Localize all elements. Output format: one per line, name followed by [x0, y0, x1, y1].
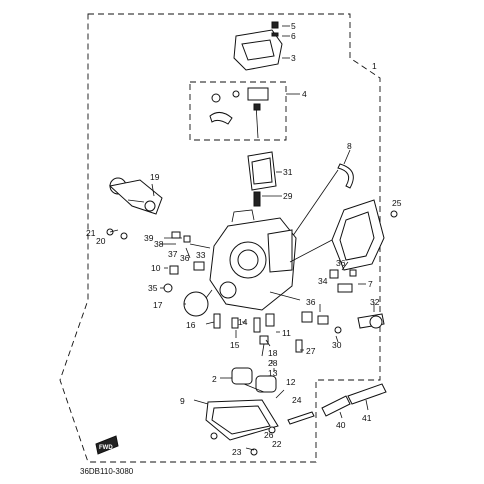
callout-9: 9 [180, 396, 185, 406]
callout-14: 14 [238, 317, 248, 327]
callout-1: 1 [372, 61, 377, 71]
side-cover-part [331, 199, 398, 271]
callout-37: 37 [168, 249, 178, 259]
callout-16: 16 [186, 320, 196, 330]
callout-3: 3 [291, 53, 296, 63]
leader-lines [109, 229, 366, 451]
callout-21: 21 [86, 228, 96, 238]
fuel-hose-part [337, 163, 354, 189]
callout-20: 20 [96, 236, 106, 246]
callout-28: 28 [268, 358, 278, 368]
needle-assembly-part [209, 87, 269, 139]
callout-27: 27 [306, 346, 316, 356]
callout-35: 35 [148, 283, 158, 293]
callout-41: 41 [362, 413, 372, 423]
callout-8: 8 [347, 141, 352, 151]
callout-5: 5 [291, 21, 296, 31]
callout-10: 10 [151, 263, 161, 273]
callout-17: 17 [153, 300, 163, 310]
rod-part [287, 411, 315, 425]
callout-15: 15 [230, 340, 240, 350]
fwd-label: FWD [99, 445, 113, 451]
fwd-arrow-icon [95, 435, 119, 455]
drain-hose-part [321, 383, 387, 417]
callout-29: 29 [283, 191, 293, 201]
subassembly-4-box [189, 81, 287, 141]
diaphragm-part [183, 291, 209, 317]
callout-19: 19 [150, 172, 160, 182]
callout-11: 11 [282, 328, 291, 338]
throttle-linkage-part [108, 177, 163, 215]
callout-2: 2 [212, 374, 217, 384]
callout-36b: 36 [306, 297, 316, 307]
carburetor-body-part [189, 209, 301, 311]
callout-25: 25 [392, 198, 402, 208]
callout-39: 39 [144, 233, 154, 243]
callout-38: 38 [154, 239, 164, 249]
callout-40: 40 [336, 420, 346, 430]
jet-parts [106, 228, 357, 353]
callout-36c: 36 [336, 258, 346, 268]
diagram-code: 36DB110-3080 [80, 467, 134, 476]
callout-32: 32 [370, 297, 380, 307]
float-pin-part [275, 389, 285, 399]
callout-22: 22 [272, 439, 282, 449]
callout-36: 36 [180, 253, 190, 263]
callout-13: 13 [268, 368, 278, 378]
float-part [231, 367, 277, 393]
callout-labels: 5 6 3 4 1 8 31 29 19 25 21 20 39 38 37 3… [86, 21, 402, 457]
float-block-part [247, 151, 277, 207]
callout-4: 4 [302, 89, 307, 99]
callout-18: 18 [268, 348, 278, 358]
callout-30: 30 [332, 340, 342, 350]
callout-33: 33 [196, 250, 206, 260]
callout-12: 12 [286, 377, 296, 387]
callout-34: 34 [318, 276, 328, 286]
callout-6: 6 [291, 31, 296, 41]
adjust-screw-part [357, 313, 385, 329]
callout-7: 7 [368, 279, 373, 289]
callout-31: 31 [283, 167, 293, 177]
callout-26: 26 [264, 430, 274, 440]
float-bowl-part [205, 399, 279, 441]
top-cover-part [233, 21, 283, 71]
callout-24: 24 [292, 395, 302, 405]
callout-23: 23 [232, 447, 242, 457]
assembly-boundary [59, 13, 381, 463]
